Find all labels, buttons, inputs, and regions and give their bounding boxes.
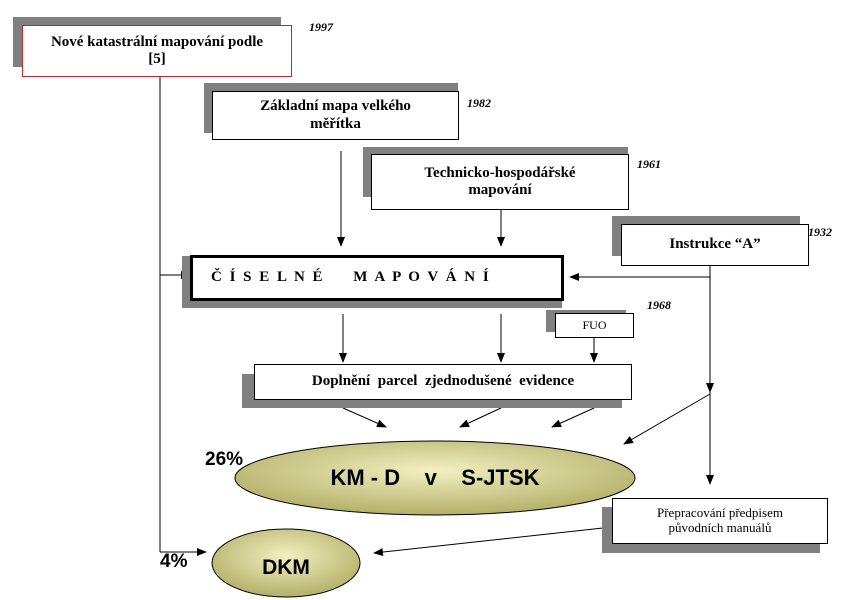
prepracovani-label: Přepracování předpisem původních manuálů <box>657 505 783 535</box>
zakladni-mapa-label: Základní mapa velkého měřítka <box>260 98 411 132</box>
km-d-label: KM - D v S-JTSK <box>330 465 540 490</box>
dkm-ellipse <box>211 528 361 598</box>
year-1932: 1932 <box>808 225 832 239</box>
km-d-percentage: 26% <box>205 449 244 470</box>
technicko-box: Technicko-hospodářské mapování <box>371 154 629 210</box>
year-1982: 1982 <box>467 96 491 110</box>
prepracovani-box: Přepracování předpisem původních manuálů <box>612 498 828 544</box>
year-1968: 1968 <box>647 298 671 312</box>
fuo-label: FUO <box>582 317 607 332</box>
dkm-label: DKM <box>262 556 310 579</box>
ciselne-mapovani-box: Č Í S E L N É M A P O V Á N Í <box>190 255 564 301</box>
ciselne-mapovani-label: Č Í S E L N É M A P O V Á N Í <box>211 269 491 286</box>
instrukce-label: Instrukce “A” <box>669 236 761 253</box>
dkm-percentage: 4% <box>160 551 188 572</box>
doplneni-box: Doplnění parcel zjednodušené evidence <box>254 364 632 400</box>
instrukce-box: Instrukce “A” <box>621 224 809 266</box>
fuo-box: FUO <box>555 313 634 338</box>
year-1997: 1997 <box>309 20 333 34</box>
doplneni-label: Doplnění parcel zjednodušené evidence <box>311 373 575 390</box>
year-1961: 1961 <box>637 157 661 171</box>
nove-katastralni-box: Nové katastrální mapování podle [5] <box>22 25 292 77</box>
technicko-label: Technicko-hospodářské mapování <box>424 164 576 198</box>
nove-katastralni-label: Nové katastrální mapování podle [5] <box>50 33 264 67</box>
zakladni-mapa-box: Základní mapa velkého měřítka <box>212 91 459 140</box>
km-d-ellipse <box>234 440 636 516</box>
